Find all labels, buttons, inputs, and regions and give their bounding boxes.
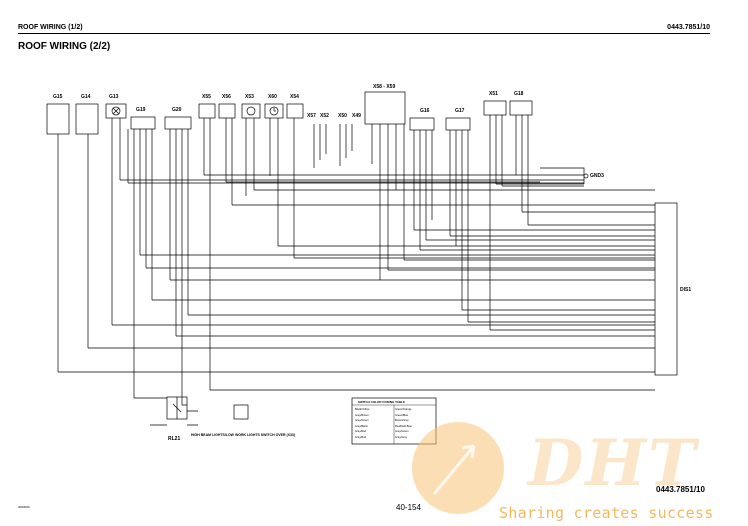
document-number: 0443.7851/10: [656, 485, 705, 494]
connector-x52-label: X52: [320, 113, 329, 119]
relay-caption: HIGH BEAM LIGHTS/LOW WORK LIGHTS SWITCH …: [191, 433, 296, 437]
connector-x55-label: X55: [202, 94, 211, 100]
connector-g13-label: G13: [109, 94, 119, 100]
header-right-code: 0443.7851/10: [667, 24, 710, 31]
legend-cell: Brown/Grey: [395, 419, 409, 423]
connector-g15-label: G15: [53, 94, 63, 100]
header-left-title: ROOF WIRING (1/2): [18, 24, 83, 31]
connector-g14-label: G14: [81, 94, 91, 100]
legend-cell: Grey/Black: [355, 424, 368, 428]
legend-cell: Grey/Brown: [355, 413, 369, 417]
legend-cell: Red/Dark Blue: [395, 424, 412, 428]
connector-g20-label: G20: [172, 107, 182, 113]
connector-x54-label: X54: [290, 94, 299, 100]
legend-cell: Green/Orange: [395, 408, 412, 411]
legend-cell: Grey/Green: [355, 419, 369, 423]
connector-x50-label: X50: [338, 113, 347, 119]
connector-g19-label: G19: [136, 107, 146, 113]
legend-cell: Black/Yellow: [355, 408, 370, 411]
relay-rl21-label: RL21: [168, 436, 181, 442]
legend-cell: Green/Blue: [395, 413, 409, 417]
connector-g18-label: G18: [514, 91, 524, 97]
legend-row: Black/Yellow Green/Orange: [355, 407, 435, 413]
connector-x53-label: X53: [245, 94, 254, 100]
connector-x56-label: X56: [222, 94, 231, 100]
connector-x49-label: X49: [352, 113, 361, 119]
color-legend-title: SWITCH COLOR CODING TABLE: [358, 400, 405, 404]
page-number: 40-154: [396, 503, 421, 512]
watermark-slogan: Sharing creates success: [499, 504, 714, 522]
header-divider: [18, 33, 710, 34]
legend-row: Grey/Red Grey/Grey: [355, 435, 435, 441]
connector-x51-label: X51: [489, 91, 498, 97]
connector-g17-label: G17: [455, 108, 465, 114]
legend-row: Grey/Brown Green/Blue: [355, 413, 435, 419]
legend-cell: Grey/Red: [355, 435, 367, 439]
legend-cell: Grey/Grey: [395, 435, 407, 439]
connector-x57-label: X57: [307, 113, 316, 119]
page-title: ROOF WIRING (2/2): [18, 41, 111, 52]
legend-row: Grey/Green Brown/Grey: [355, 418, 435, 424]
legend-row: Grey/Black Red/Dark Blue: [355, 424, 435, 430]
ground-gnd3-label: GND3: [590, 173, 604, 179]
watermark-letters: DHT: [528, 426, 698, 501]
connector-x58-x59-label: X58 - X59: [373, 84, 396, 90]
legend-cell: Grey/Red: [355, 430, 367, 434]
connector-x60-label: X60: [268, 94, 277, 100]
document-code: 0000000: [18, 505, 30, 509]
legend-row: Grey/Red Grey/Green: [355, 429, 435, 435]
display-dis1-label: DIS1: [680, 287, 692, 293]
color-legend-table: Black/Yellow Green/Orange Grey/Brown Green…: [355, 407, 435, 441]
legend-cell: Grey/Green: [395, 430, 409, 434]
watermark-logo: [412, 422, 504, 514]
connector-g16-label: G16: [420, 108, 430, 114]
